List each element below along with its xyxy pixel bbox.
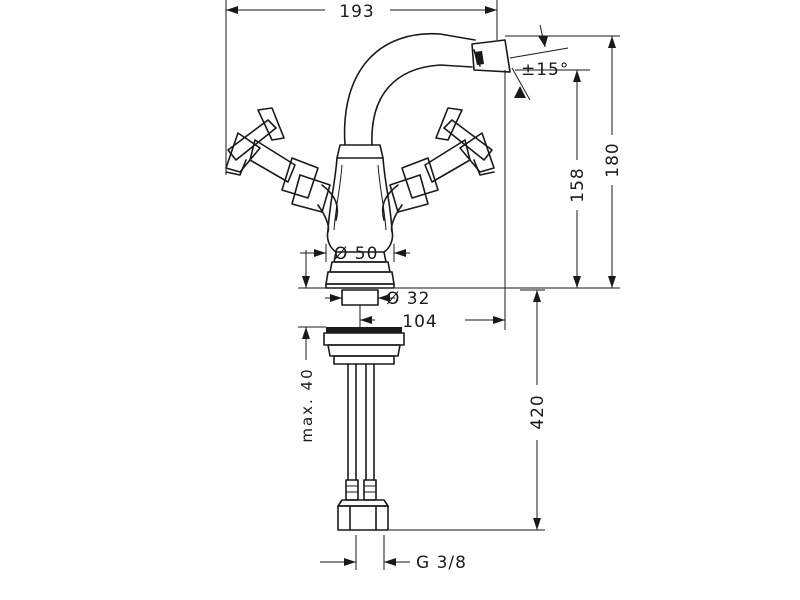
dim-max-deck-thickness: max. 40 (298, 367, 316, 442)
faucet-body (225, 33, 511, 531)
dim-spout-reach: 104 (402, 312, 437, 332)
right-cross-handle (381, 107, 495, 233)
dim-total-height: 180 (603, 142, 623, 177)
dim-base-diameter: Ø 50 (334, 244, 378, 264)
dim-overall-width: 193 (339, 2, 374, 22)
dim-tail-diameter: Ø 32 (386, 289, 430, 309)
left-cross-handle (225, 107, 339, 233)
dim-spout-angle: ±15° (521, 60, 569, 80)
dim-hose-length: 420 (528, 394, 548, 429)
dimension-lines (225, 0, 620, 570)
dimension-labels: 193 ±15° 158 180 Ø 50 Ø 32 104 max. 40 4… (298, 2, 623, 573)
dim-connection-thread: G 3/8 (416, 553, 467, 573)
dim-spout-height: 158 (568, 167, 588, 202)
